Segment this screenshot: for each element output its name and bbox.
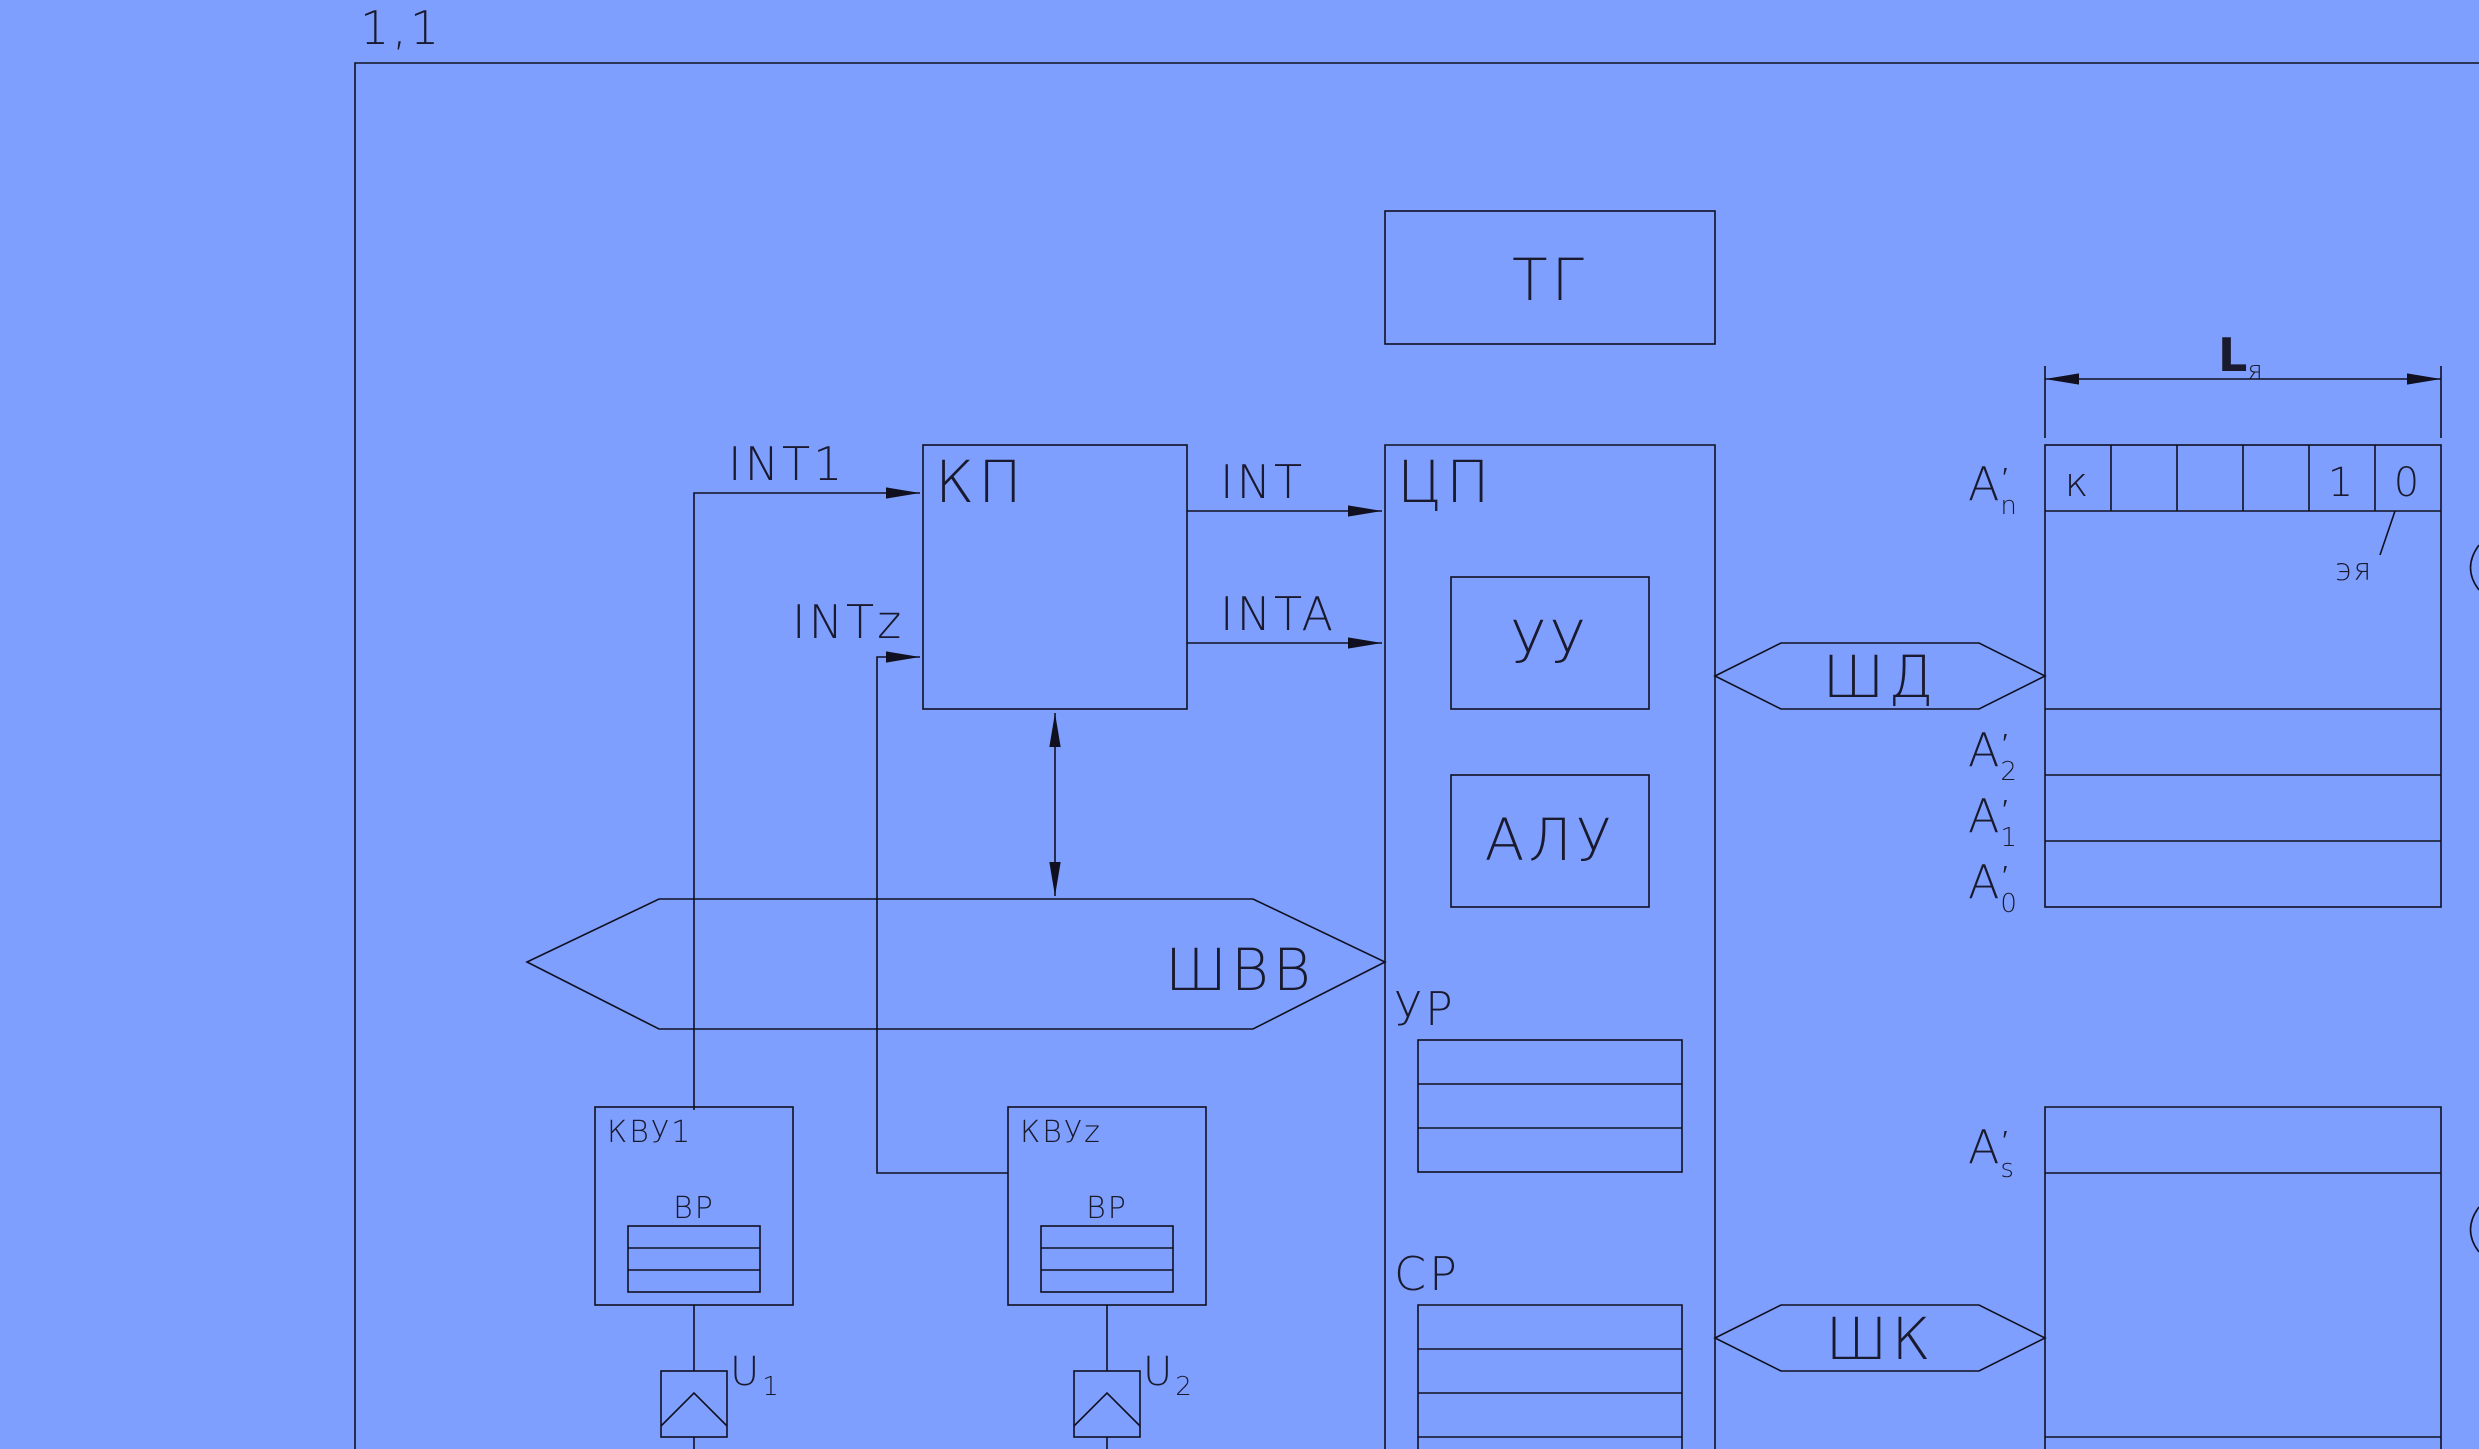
uu-label: УУ (1511, 608, 1590, 676)
edge-glyph-lower (2469, 1206, 2479, 1253)
length-label: Lя (2218, 328, 2263, 386)
sheet-label: 1,1 (360, 1, 442, 55)
vr2-label: ВР (1086, 1191, 1128, 1226)
memory-upper (2044, 444, 2442, 908)
addr-an: A′n (1968, 457, 2020, 521)
alu-label: АЛУ (1485, 806, 1616, 874)
u2-symbol (1073, 1391, 1141, 1427)
u2-label: U2 (1143, 1349, 1195, 1402)
cell-0: 0 (2394, 460, 2422, 506)
kvu1-label: КВУ1 (607, 1115, 692, 1150)
ur-register-rows (1418, 1083, 1682, 1129)
addr-a0: A′0 (1968, 855, 2020, 919)
int1-line (693, 487, 920, 1110)
intz-line (876, 651, 1008, 1174)
sr-register (1417, 1304, 1683, 1449)
shk-label: ШК (1825, 1305, 1934, 1373)
sr-register-rows (1418, 1348, 1682, 1438)
kvuz-label: КВУz (1020, 1115, 1102, 1150)
memory-word-cells (2110, 445, 2376, 511)
shvv-label: ШВВ (1165, 936, 1315, 1004)
inta-label: INTA (1220, 587, 1336, 641)
sr-label: СР (1394, 1247, 1460, 1301)
u1-device (660, 1370, 728, 1438)
tg-block (1384, 210, 1716, 345)
ur-register (1417, 1039, 1683, 1173)
int1-label: INT1 (728, 437, 845, 491)
vr1-register-rows (628, 1247, 760, 1271)
vr1-label: ВР (673, 1191, 715, 1226)
tg-label: ТГ (1512, 246, 1588, 314)
shd-label: ШД (1823, 643, 1938, 711)
alu-block (1450, 774, 1650, 908)
int-label: INT (1220, 455, 1305, 509)
u1-symbol (660, 1391, 728, 1427)
cell-1: 1 (2328, 460, 2356, 506)
sheet-frame (354, 62, 2479, 1449)
cell-k: к (2065, 460, 2092, 506)
vr1-register (627, 1225, 761, 1293)
kp-block (922, 444, 1188, 710)
edge-glyph-upper (2469, 544, 2479, 591)
memory-upper-rows (2045, 510, 2441, 842)
ur-label: УР (1394, 982, 1456, 1036)
addr-a2: A′2 (1968, 723, 2020, 787)
elem-leader (2379, 510, 2396, 556)
vr2-register-rows (1041, 1247, 1173, 1271)
kp-label: КП (935, 448, 1026, 516)
cp-label: ЦП (1397, 448, 1494, 516)
addr-a1: A′1 (1968, 789, 2020, 853)
elem-label: эя (2335, 553, 2373, 588)
u2-device (1073, 1370, 1141, 1438)
addr-as: A′s (1968, 1120, 2017, 1184)
memory-lower-rows (2045, 1172, 2441, 1438)
cp-block (1384, 444, 1716, 1449)
memory-lower (2044, 1106, 2442, 1449)
intz-label: INTz (792, 595, 904, 649)
uu-block (1450, 576, 1650, 710)
vr2-register (1040, 1225, 1174, 1293)
u1-label: U1 (730, 1349, 782, 1402)
